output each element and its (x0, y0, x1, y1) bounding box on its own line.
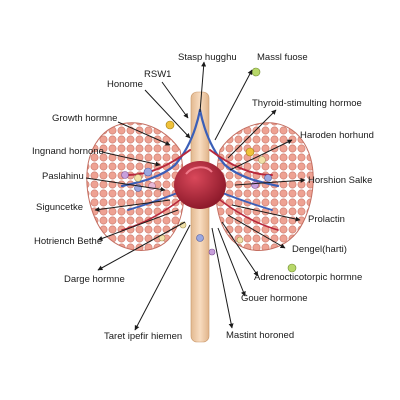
label-hotriench: Hotriench Bethe (34, 236, 103, 247)
label-gouer: Gouer hormone (241, 293, 308, 304)
label-darge: Darge hormne (64, 274, 125, 285)
right-lobe (215, 122, 314, 251)
label-horshion: Horshion Salke (308, 175, 373, 186)
label-stalk-top: Stasp hugghu (178, 52, 237, 63)
label-adrenocorticotropic: Adrenocticotorpic hormne (254, 272, 363, 283)
leader-arrows (85, 61, 306, 331)
label-prolactin: Prolactin (308, 214, 345, 225)
label-siguncetke: Siguncetke (36, 202, 84, 213)
label-paslahinu: Paslahinu (42, 171, 84, 182)
gland-highlight (185, 166, 213, 175)
label-taret: Taret ipefir hiemen (104, 331, 183, 342)
label-honome: Honome (107, 79, 143, 90)
label-thyroid: Thyroid-stimulting hormoe (252, 98, 362, 109)
label-mass-fuose: Massl fuose (257, 52, 308, 63)
pituitary-stalk (190, 91, 210, 343)
label-rsw1: RSW1 (144, 69, 172, 80)
label-ingnand: Ingnand hornone (32, 146, 104, 157)
label-haroden: Haroden horhund (300, 130, 374, 141)
label-dengel: Dengel(harti) (292, 244, 347, 255)
label-mastint: Mastint horoned (226, 330, 295, 341)
label-growth: Growth hormne (52, 113, 118, 124)
